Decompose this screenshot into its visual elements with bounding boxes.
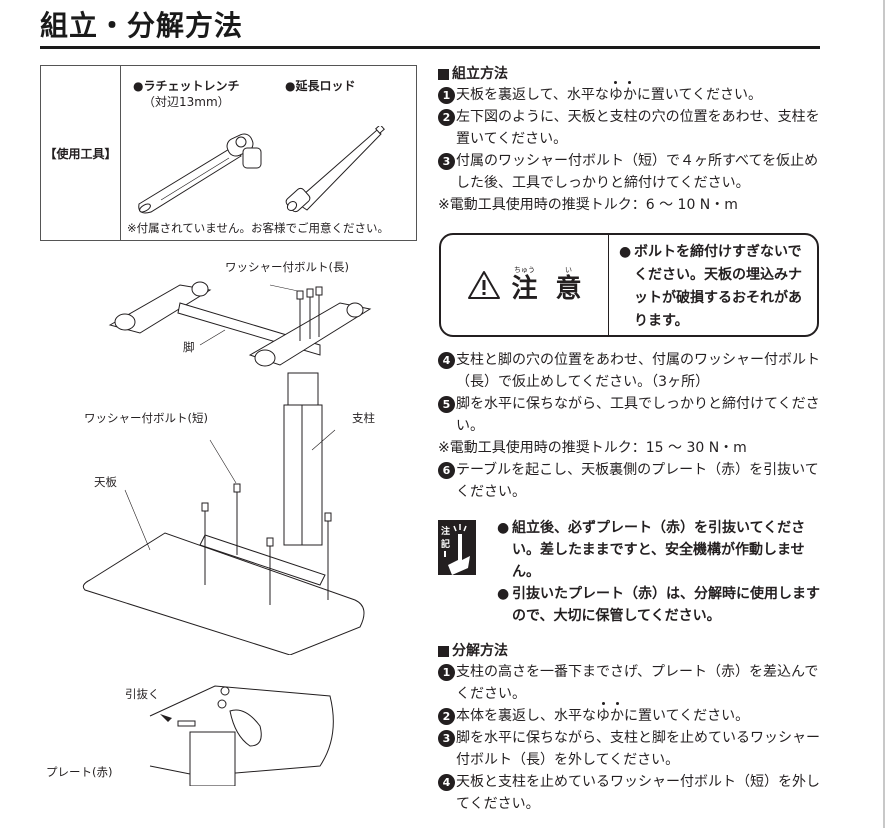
assembly-diagram (82, 281, 372, 655)
assembly-section-continued: 4 支柱と脚の穴の位置をあわせ、付属のワッシャー付ボルト（長）で仮止めしてくださ… (438, 349, 828, 503)
label-leg: 脚 (183, 340, 195, 354)
disassembly-step-2: 2 本体を裏返し、水平なゆかに置いてください。 (438, 702, 828, 727)
bullet-icon: ● (497, 520, 510, 536)
label-short-bolt: ワッシャー付ボルト(短) (84, 411, 208, 425)
step-number-badge: 3 (438, 730, 455, 747)
caution-char-1: ちゅう 注 (511, 266, 538, 304)
emphasis-text: ゆか (596, 702, 624, 724)
page-edge-border (883, 0, 885, 828)
step-number-badge: 6 (438, 462, 455, 479)
label-pull-out: 引抜く (125, 687, 160, 701)
notice-bullet-2: ●引抜いたプレート（赤）は、分解時に使用しますので、大切に保管してください。 (497, 583, 827, 627)
step-number-badge: 5 (438, 396, 455, 413)
disassembly-heading: 分解方法 (438, 641, 828, 661)
assembly-heading: 組立方法 (438, 64, 828, 84)
warning-triangle-icon (468, 271, 501, 299)
tool-name-ratchet: ●ラチェットレンチ (133, 79, 240, 93)
tools-body: ●ラチェットレンチ （対辺13mm） ●延長ロッド ※付属されていません。お客様… (121, 66, 416, 240)
disassembly-step-1: 1 支柱の高さを一番下までさげ、プレート（赤）を差込んでください。 (438, 661, 828, 705)
step-number-badge: 1 (438, 664, 455, 681)
emphasis-text: ゆか (609, 81, 637, 103)
tools-label: 【使用工具】 (41, 66, 121, 240)
step-number-badge: 2 (438, 109, 455, 126)
label-tabletop: 天板 (94, 475, 117, 489)
step-number-badge: 2 (438, 708, 455, 725)
pointing-hand-icon: 注 記 (438, 520, 476, 575)
tools-table: 【使用工具】 ●ラチェットレンチ （対辺13mm） ●延長ロッド ※付属されてい… (40, 65, 417, 241)
torque-note-2: ※電動工具使用時の推奨トルク：15 ～ 30 N・m (438, 440, 747, 456)
label-long-bolt: ワッシャー付ボルト(長) (225, 260, 349, 274)
assembly-step-4: 4 支柱と脚の穴の位置をあわせ、付属のワッシャー付ボルト（長）で仮止めしてくださ… (438, 349, 828, 393)
caution-text: ●ボルトを締付けすぎないでください。天板の埋込みナットが破損するおそれがあります… (609, 235, 817, 335)
tool-name-rod: ●延長ロッド (285, 79, 356, 93)
ratchet-wrench-icon (138, 133, 262, 214)
assembly-step-3: 3 付属のワッシャー付ボルト（短）で４ヶ所すべてを仮止めした後、工具でしっかりと… (438, 150, 828, 194)
torque-note-1: ※電動工具使用時の推奨トルク：6 ～ 10 N・m (438, 197, 738, 213)
disassembly-step-4: 4 天板と支柱を止めているワッシャー付ボルト（短）を外してください。 (438, 771, 828, 815)
step-number-badge: 1 (438, 87, 455, 104)
title-divider (40, 46, 820, 49)
svg-text:記: 記 (441, 538, 450, 550)
square-bullet-icon (438, 68, 449, 80)
assembly-step-5: 5 脚を水平に保ちながら、工具でしっかりと締付けてください。 (438, 393, 828, 437)
step-number-badge: 4 (438, 352, 455, 369)
tool-spec-ratchet: （対辺13mm） (143, 95, 230, 109)
step-number-badge: 3 (438, 153, 455, 170)
assembly-step-2: 2 左下図のように、天板と支柱の穴の位置をあわせ、支柱を置いてください。 (438, 106, 828, 150)
assembly-section: 組立方法 1 天板を裏返して、水平なゆかに置いてください。 2 左下図のように、… (438, 64, 828, 216)
plate-diagram (149, 685, 334, 786)
page-title: 組立・分解方法 (40, 9, 244, 42)
square-bullet-icon (438, 645, 449, 657)
caution-header: ちゅう 注 い 意 (441, 235, 609, 335)
caution-box: ちゅう 注 い 意 ●ボルトを締付けすぎないでください。天板の埋込みナットが破損… (439, 233, 819, 337)
notice-text: ●組立後、必ずプレート（赤）を引抜いてください。差したままですと、安全機構が作動… (497, 517, 827, 627)
bullet-icon: ● (497, 586, 510, 602)
extension-rod-icon (285, 126, 385, 213)
assembly-step-1: 1 天板を裏返して、水平なゆかに置いてください。 (438, 81, 828, 106)
label-plate: プレート(赤) (46, 765, 113, 779)
disassembly-section: 分解方法 1 支柱の高さを一番下までさげ、プレート（赤）を差込んでください。 2… (438, 641, 828, 815)
assembly-step-6: 6 テーブルを起こし、天板裏側のプレート（赤）を引抜いてください。 (438, 459, 828, 503)
step-number-badge: 4 (438, 774, 455, 791)
tools-note: ※付属されていません。お客様でご用意ください。 (127, 221, 389, 235)
caution-char-2: い 意 (555, 266, 582, 304)
notice-bullet-1: ●組立後、必ずプレート（赤）を引抜いてください。差したままですと、安全機構が作動… (497, 517, 827, 583)
label-column: 支柱 (352, 411, 375, 425)
disassembly-step-3: 3 脚を水平に保ちながら、支柱と脚を止めているワッシャー付ボルト（長）を外してく… (438, 727, 828, 771)
svg-text:注: 注 (441, 525, 450, 537)
bullet-icon: ● (619, 244, 632, 260)
